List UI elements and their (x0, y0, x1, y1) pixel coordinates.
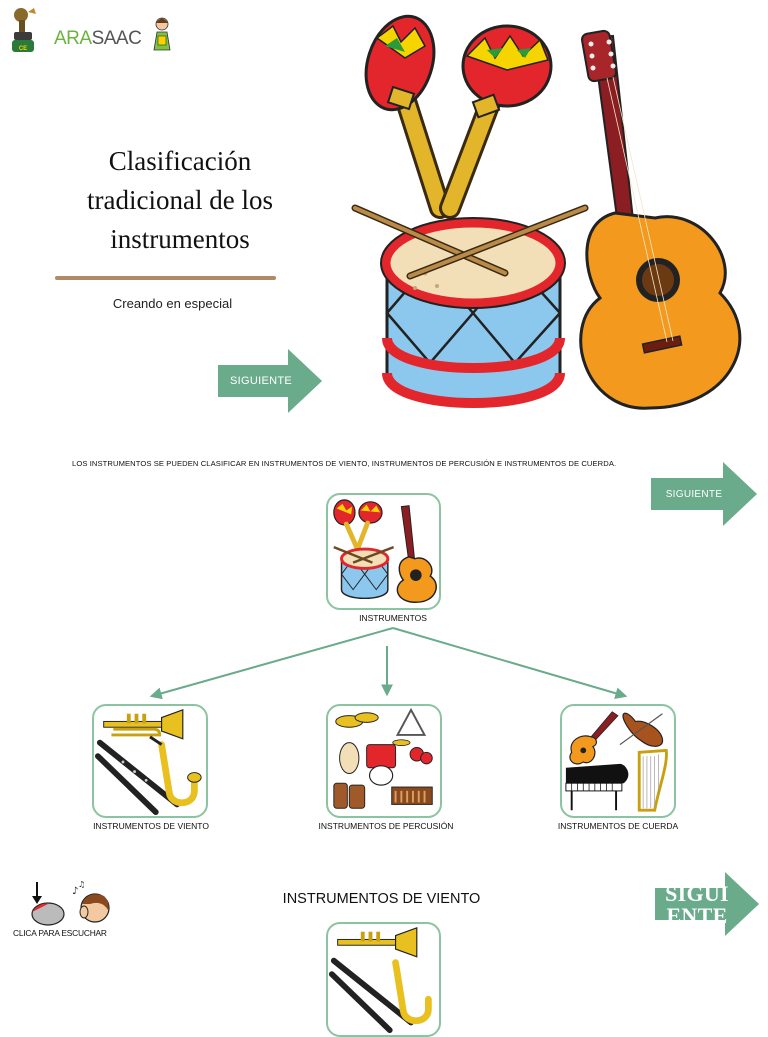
arrow-right-icon (655, 872, 759, 936)
listen-label: CLICA PARA ESCUCHAR (13, 928, 107, 938)
guitar-icon (579, 29, 742, 410)
svg-text:♪: ♪ (72, 886, 78, 897)
mouse-icon (31, 882, 65, 926)
girl-pictogram-icon (150, 16, 174, 52)
instruments-card[interactable] (326, 493, 441, 610)
page-title: Clasificación tradicional de los instrum… (55, 142, 305, 259)
subtitle: Creando en especial (112, 296, 233, 311)
violin-icon (619, 712, 664, 747)
next-button-label: SIGUIENTE (665, 488, 723, 500)
svg-text:♫: ♫ (78, 880, 85, 889)
next-button-1[interactable]: SIGUIENTE (218, 349, 322, 413)
logo-text-saac: SAAC (91, 28, 142, 49)
next-button-label-clipped: SIGUI ENTE (665, 881, 729, 928)
saxophone-icon (149, 735, 202, 807)
title-divider (55, 276, 276, 280)
wind-instruments-card-2[interactable] (326, 922, 441, 1037)
title-line-2: tradicional de los (87, 185, 273, 215)
wind-instruments-caption: INSTRUMENTOS DE VIENTO (93, 821, 209, 831)
percussion-instruments-card[interactable] (326, 704, 442, 818)
next-button-label: SIGUIENTE (230, 375, 292, 387)
classification-info-text: LOS INSTRUMENTOS SE PUEDEN CLASIFICAR EN… (72, 459, 617, 468)
wind-instruments-card[interactable] (92, 704, 208, 818)
drum-icon (380, 217, 566, 408)
next-button-3[interactable]: SIGUI ENTE (655, 872, 759, 936)
instruments-caption: INSTRUMENTOS (359, 613, 427, 623)
title-line-1: Clasificación (108, 146, 252, 176)
ce-trophy-logo-icon: CE (10, 6, 40, 54)
string-instruments-card[interactable] (560, 704, 676, 818)
next-button-2[interactable]: SIGUIENTE (651, 462, 757, 526)
listen-button[interactable]: ♪ ♫ (18, 880, 113, 928)
badge-letter: CE (19, 46, 27, 52)
section-heading: INSTRUMENTOS DE VIENTO (282, 891, 481, 907)
arrow-right-icon (651, 462, 757, 526)
logo-text-ara: ARA (54, 28, 92, 49)
piano-icon (565, 763, 629, 811)
classification-tree-connectors (140, 622, 640, 702)
listening-head-icon: ♪ ♫ (72, 880, 110, 923)
arrow-right-icon (218, 349, 322, 413)
guitar-icon (569, 711, 619, 765)
title-line-3: instrumentos (110, 224, 250, 254)
arasaac-logo: ARASAAC (54, 28, 142, 50)
string-instruments-caption: INSTRUMENTOS DE CUERDA (557, 821, 679, 831)
harp-icon (637, 748, 668, 812)
maracas-icon (364, 14, 553, 119)
instruments-hero-illustration (345, 8, 760, 423)
trumpet-icon (103, 709, 184, 740)
percussion-instruments-caption: INSTRUMENTOS DE PERCUSIÓN (318, 821, 454, 831)
